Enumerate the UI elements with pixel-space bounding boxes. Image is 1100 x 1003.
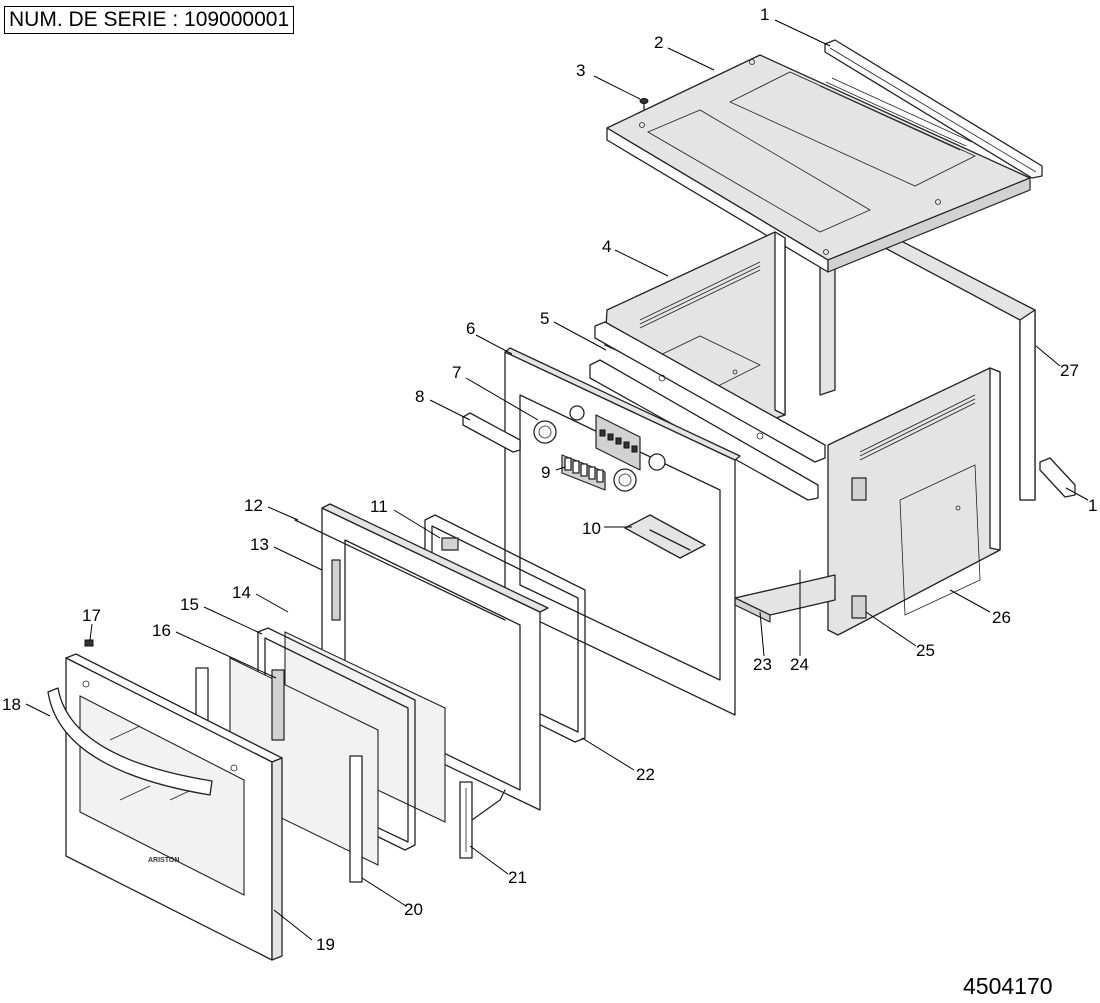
callout-27: 27 <box>1060 361 1079 380</box>
part-27-rear-side-panel <box>819 224 1036 501</box>
part-11-hinge-clip <box>441 537 459 551</box>
part-5-front-rail <box>589 321 826 501</box>
part-8-bracket <box>462 412 521 453</box>
callout-8: 8 <box>415 387 424 406</box>
part-7-control-knob <box>533 405 666 492</box>
callout-2: 2 <box>654 33 663 52</box>
callout-labels: 1 2 3 4 5 6 7 8 9 10 11 12 13 14 15 16 1… <box>2 5 1097 954</box>
part-23-24-base <box>734 574 836 623</box>
callout-1-top: 1 <box>760 5 769 24</box>
part-10-lower-bracket <box>624 514 706 559</box>
part-1-top-rail <box>824 39 1043 179</box>
part-19-outer-door: ARISTON <box>65 653 283 961</box>
serial-number-label: NUM. DE SERIE : 109000001 <box>4 6 295 34</box>
callout-5: 5 <box>540 309 549 328</box>
callout-20: 20 <box>404 900 423 919</box>
part-9-switch-block <box>561 454 606 491</box>
callout-18: 18 <box>2 695 21 714</box>
callout-4: 4 <box>602 237 611 256</box>
callout-22: 22 <box>636 765 655 784</box>
callout-14: 14 <box>232 583 251 602</box>
part-3-screw <box>639 98 649 111</box>
callout-12: 12 <box>244 496 263 515</box>
callout-10: 10 <box>582 519 601 538</box>
part-26-right-side-panel <box>827 367 1001 636</box>
callout-23: 23 <box>753 655 772 674</box>
document-number: 4504170 <box>963 973 1053 999</box>
part-1-bottom-rail <box>1039 457 1076 498</box>
callout-26: 26 <box>992 608 1011 627</box>
callout-9: 9 <box>541 463 550 482</box>
part-13-inner-door-frame <box>321 503 549 811</box>
callout-17: 17 <box>82 606 101 625</box>
callout-11: 11 <box>370 497 388 516</box>
callout-1-bottom: 1 <box>1088 496 1097 515</box>
part-17-screw <box>84 639 94 647</box>
callout-7: 7 <box>452 363 461 382</box>
part-21-hinge <box>271 669 506 859</box>
door-brand-logo: ARISTON <box>148 857 179 864</box>
leader-lines <box>25 19 1089 941</box>
callout-15: 15 <box>180 595 199 614</box>
part-12-rod <box>294 519 506 621</box>
callout-16: 16 <box>152 621 171 640</box>
callout-24: 24 <box>790 655 809 674</box>
part-2-top-cover <box>606 54 1031 273</box>
part-4-left-side-panel <box>604 231 786 421</box>
part-18-door-handle <box>47 687 213 796</box>
callout-6: 6 <box>466 319 475 338</box>
callout-21: 21 <box>508 868 527 887</box>
callout-13: 13 <box>250 535 269 554</box>
callout-25: 25 <box>916 641 935 660</box>
callout-3: 3 <box>576 61 585 80</box>
callout-19: 19 <box>316 935 335 954</box>
